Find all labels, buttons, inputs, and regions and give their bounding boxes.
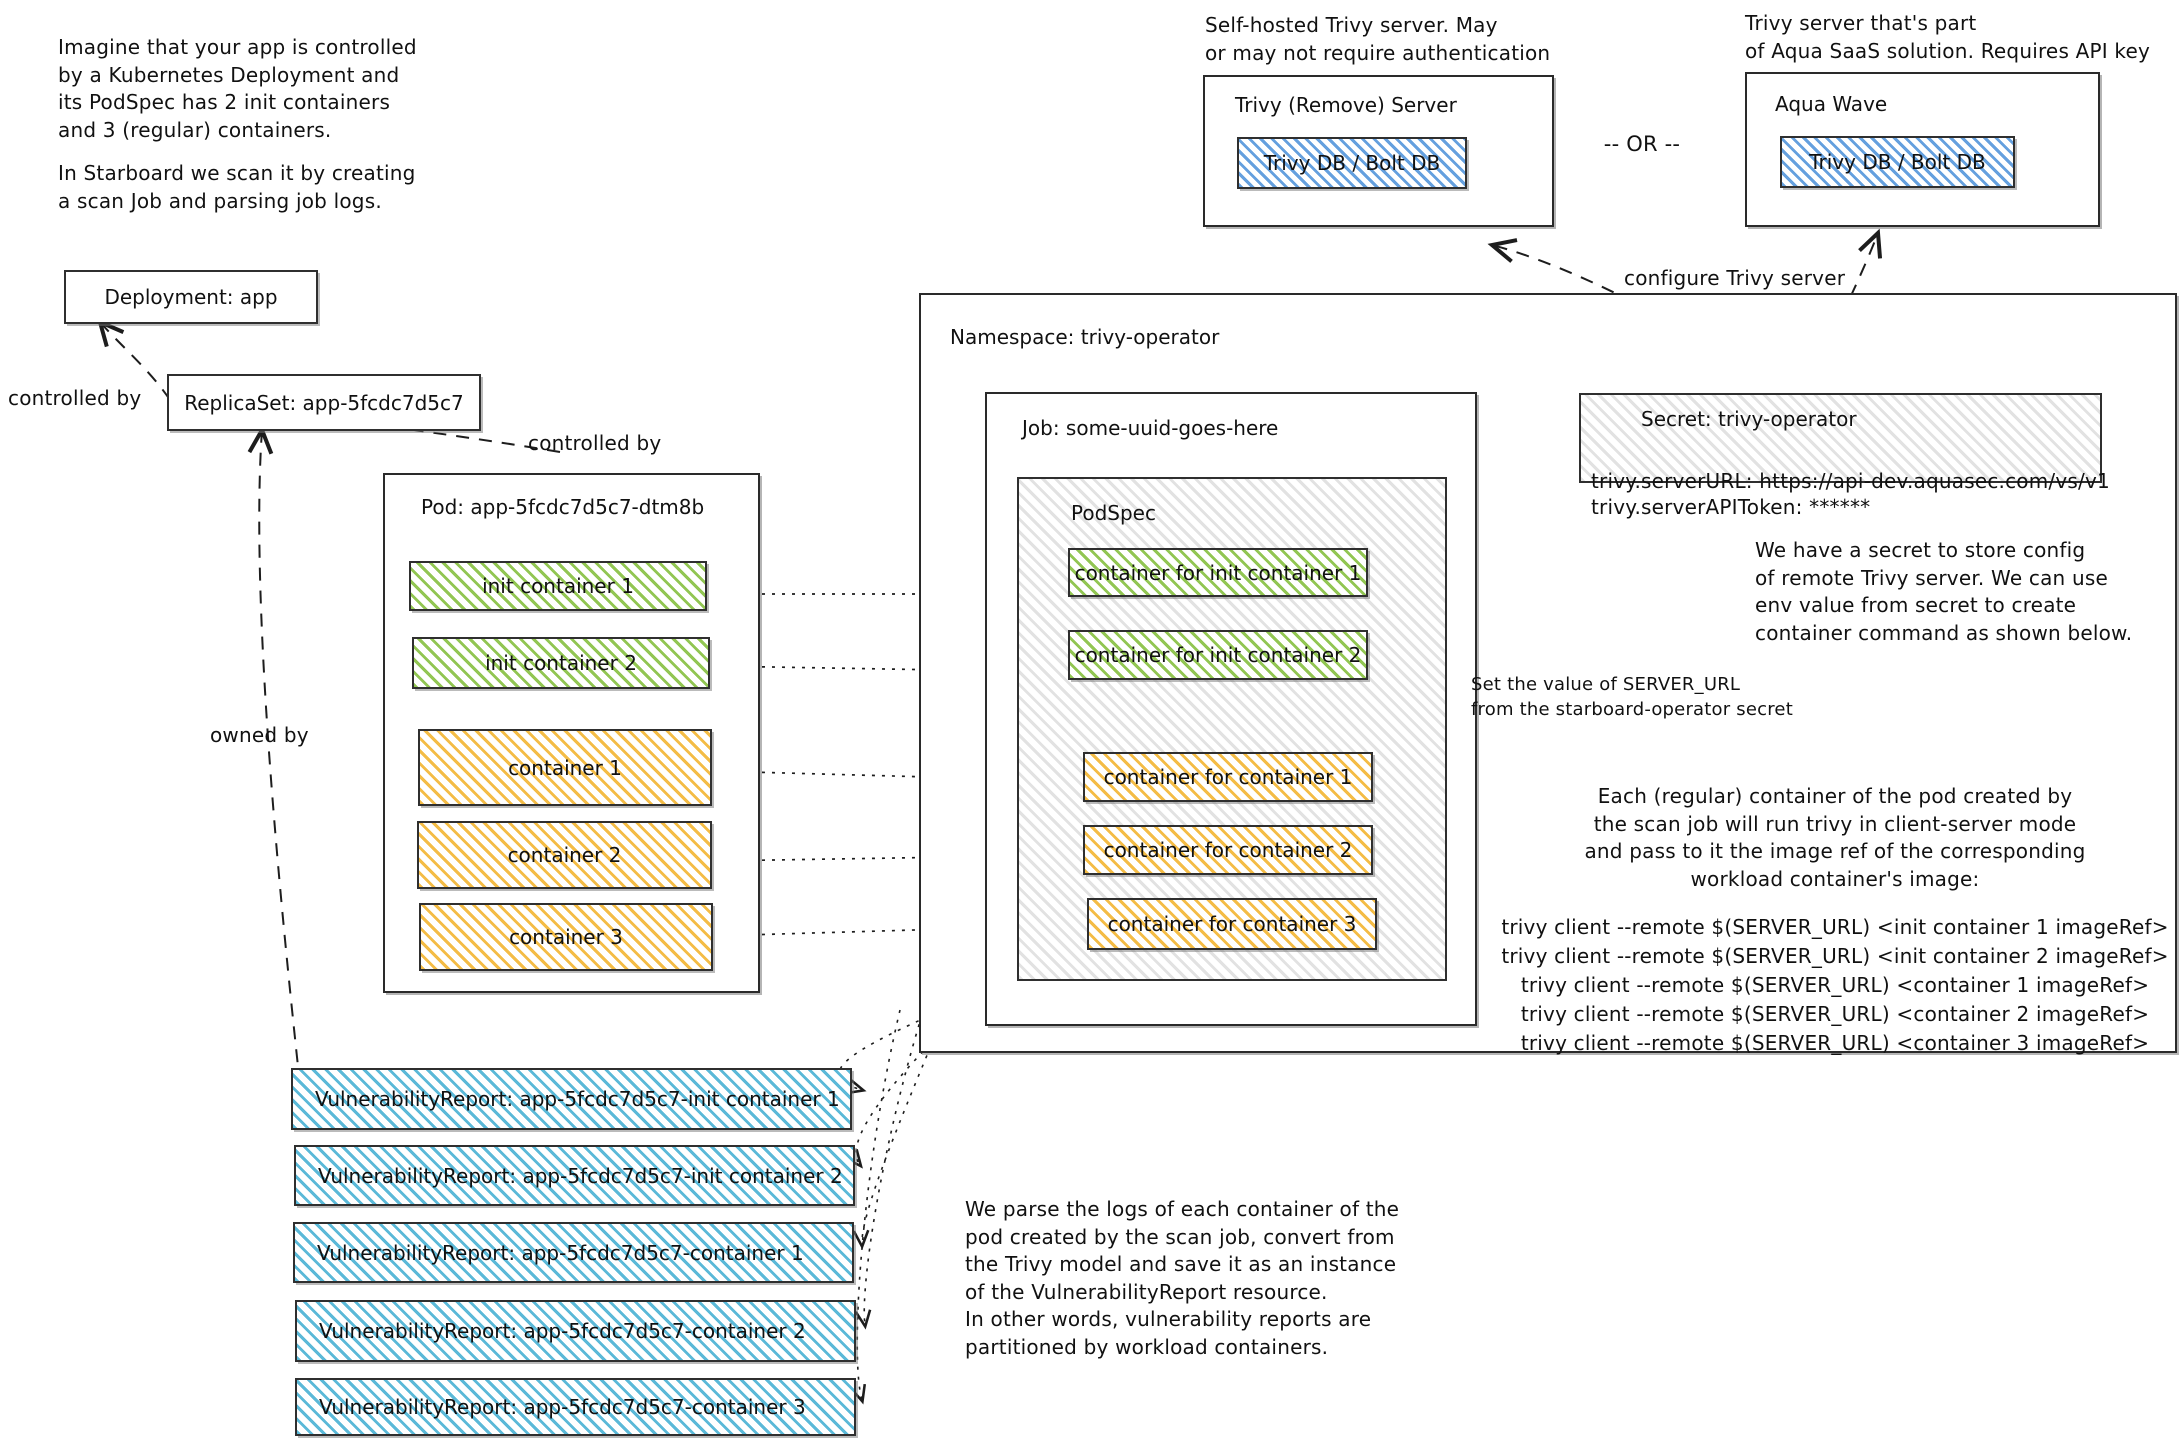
intro-paragraph-1: Imagine that your app is controlled by a…: [58, 35, 417, 142]
intro-paragraph-2: In Starboard we scan it by creating a sc…: [58, 161, 416, 213]
replicaset-label: ReplicaSet: app-5fcdc7d5c7: [184, 390, 464, 415]
edge-label-controlled-by-replicaset: controlled by: [528, 431, 662, 455]
scan-container-label-4: container for container 3: [1107, 912, 1357, 936]
workload-container-1: init container 2: [412, 637, 710, 689]
edge-label-configure-trivy-server: configure Trivy server: [1624, 266, 1846, 290]
trivy-command-0: trivy client --remote $(SERVER_URL) <ini…: [1501, 915, 2169, 939]
workload-container-3: container 2: [417, 821, 712, 889]
edge-label-controlled-by-deployment: controlled by: [8, 386, 142, 410]
trivy-command-list: trivy client --remote $(SERVER_URL) <ini…: [1490, 913, 2179, 1058]
workload-container-label-0: init container 1: [482, 574, 634, 598]
each-container-note: Each (regular) container of the pod crea…: [1584, 784, 2086, 891]
vulnerability-report-1: VulnerabilityReport: app-5fcdc7d5c7-init…: [294, 1145, 855, 1206]
server-url-note: Set the value of SERVER_URL from the sta…: [1471, 674, 1793, 720]
pod-title: Pod: app-5fcdc7d5c7-dtm8b: [421, 495, 705, 519]
namespace-title: Namespace: trivy-operator: [950, 325, 1220, 349]
vulnerability-report-label-4: VulnerabilityReport: app-5fcdc7d5c7-cont…: [319, 1395, 806, 1419]
vulnerability-report-label-0: VulnerabilityReport: app-5fcdc7d5c7-init…: [315, 1087, 840, 1111]
podspec-title: PodSpec: [1071, 501, 1156, 525]
parse-logs-note: We parse the logs of each container of t…: [965, 1197, 1400, 1359]
deployment-label: Deployment: app: [104, 285, 278, 309]
vulnerability-report-4: VulnerabilityReport: app-5fcdc7d5c7-cont…: [295, 1378, 856, 1436]
aqua-wave-title: Aqua Wave: [1775, 92, 1888, 116]
workload-container-label-3: container 2: [507, 843, 622, 867]
secret-api-token: trivy.serverAPIToken: ******: [1591, 495, 1871, 519]
scan-container-2: container for container 1: [1083, 752, 1373, 802]
secret-title: Secret: trivy-operator: [1641, 407, 1857, 431]
aqua-wave-server-box: Aqua Wave Trivy DB / Bolt DB: [1745, 72, 2100, 227]
scan-container-label-2: container for container 1: [1103, 765, 1353, 789]
scan-container-0: container for init container 1: [1068, 548, 1368, 597]
scan-container-label-3: container for container 2: [1103, 838, 1353, 862]
trivy-db-label-left: Trivy DB / Bolt DB: [1263, 151, 1441, 175]
workload-container-label-1: init container 2: [485, 651, 637, 675]
vulnerability-report-2: VulnerabilityReport: app-5fcdc7d5c7-cont…: [293, 1222, 854, 1283]
secret-explanation-note: We have a secret to store config of remo…: [1755, 538, 2133, 645]
trivy-command-3: trivy client --remote $(SERVER_URL) <con…: [1520, 1002, 2150, 1026]
vulnerability-report-label-1: VulnerabilityReport: app-5fcdc7d5c7-init…: [318, 1163, 843, 1188]
scan-container-label-1: container for init container 2: [1074, 643, 1362, 667]
aqua-saas-server-caption: Trivy server that's part of Aqua SaaS so…: [1745, 11, 2151, 63]
vulnerability-report-0: VulnerabilityReport: app-5fcdc7d5c7-init…: [291, 1068, 852, 1130]
trivy-command-1: trivy client --remote $(SERVER_URL) <ini…: [1501, 944, 2169, 968]
edge-label-owned-by: owned by: [210, 723, 309, 747]
trivy-remote-server-box: Trivy (Remove) Server Trivy DB / Bolt DB: [1203, 75, 1554, 227]
scan-container-1: container for init container 2: [1068, 630, 1368, 680]
trivy-remote-server-title: Trivy (Remove) Server: [1235, 93, 1457, 117]
scan-container-4: container for container 3: [1087, 898, 1377, 950]
self-hosted-server-caption: Self-hosted Trivy server. May or may not…: [1205, 13, 1551, 65]
workload-container-2: container 1: [418, 729, 712, 806]
workload-container-label-4: container 3: [509, 925, 623, 949]
trivy-db-box-right: Trivy DB / Bolt DB: [1780, 136, 2015, 188]
scan-container-label-0: container for init container 1: [1074, 560, 1362, 585]
scan-container-3: container for container 2: [1083, 825, 1373, 875]
workload-container-label-2: container 1: [508, 755, 622, 780]
secret-server-url: trivy.serverURL: https://api-dev.aquasec…: [1591, 469, 2110, 493]
vulnerability-report-label-3: VulnerabilityReport: app-5fcdc7d5c7-cont…: [319, 1319, 806, 1343]
replicaset-box: ReplicaSet: app-5fcdc7d5c7: [167, 374, 481, 431]
workload-container-4: container 3: [419, 903, 713, 971]
vulnerability-report-label-2: VulnerabilityReport: app-5fcdc7d5c7-cont…: [317, 1240, 804, 1265]
trivy-command-4: trivy client --remote $(SERVER_URL) <con…: [1520, 1031, 2150, 1055]
vulnerability-report-3: VulnerabilityReport: app-5fcdc7d5c7-cont…: [295, 1300, 856, 1362]
workload-container-0: init container 1: [409, 561, 707, 611]
job-title: Job: some-uuid-goes-here: [1022, 416, 1279, 440]
or-separator-label: -- OR --: [1603, 132, 1681, 156]
trivy-db-box-left: Trivy DB / Bolt DB: [1237, 137, 1467, 189]
trivy-db-label-right: Trivy DB / Bolt DB: [1809, 150, 1986, 174]
trivy-command-2: trivy client --remote $(SERVER_URL) <con…: [1520, 973, 2150, 997]
deployment-box: Deployment: app: [64, 270, 318, 324]
secret-box: Secret: trivy-operator: [1579, 393, 2102, 483]
